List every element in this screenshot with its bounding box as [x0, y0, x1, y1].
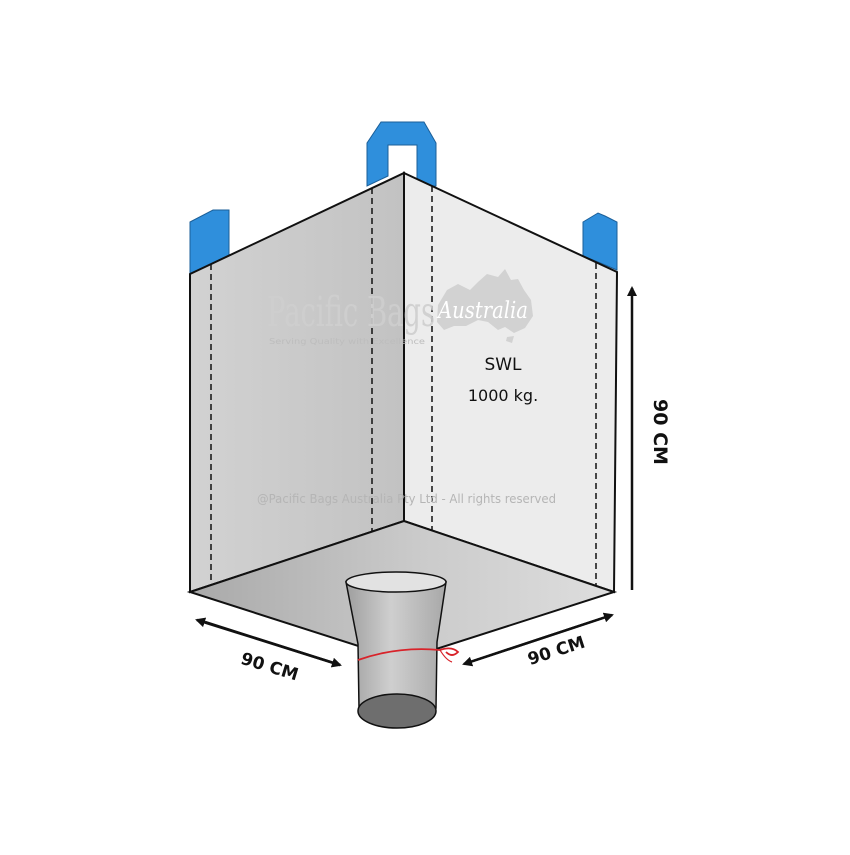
width-right-dimension-label: 90 CM — [525, 633, 587, 670]
swl-label: SWL — [484, 355, 522, 375]
width-left-dimension-label: 90 CM — [238, 649, 300, 685]
capacity-label: 1000 kg. — [468, 386, 538, 405]
brand-name: Pacific Bags — [267, 288, 435, 336]
australia-map-logo — [437, 269, 533, 343]
seam-lines — [210, 186, 597, 586]
brand-script: Australia — [436, 298, 528, 324]
copyright-watermark: @Pacific Bags Australia Pty Ltd - All ri… — [257, 492, 556, 506]
discharge-spout — [345, 571, 460, 729]
width-left-dimension-arrow — [195, 617, 342, 668]
spout-tie-cord — [357, 647, 460, 661]
width-right-dimension-arrow — [462, 612, 614, 667]
height-dimension-label: 90 CM — [649, 399, 671, 465]
brand-tagline: Serving Quality with Excellence — [269, 337, 425, 346]
